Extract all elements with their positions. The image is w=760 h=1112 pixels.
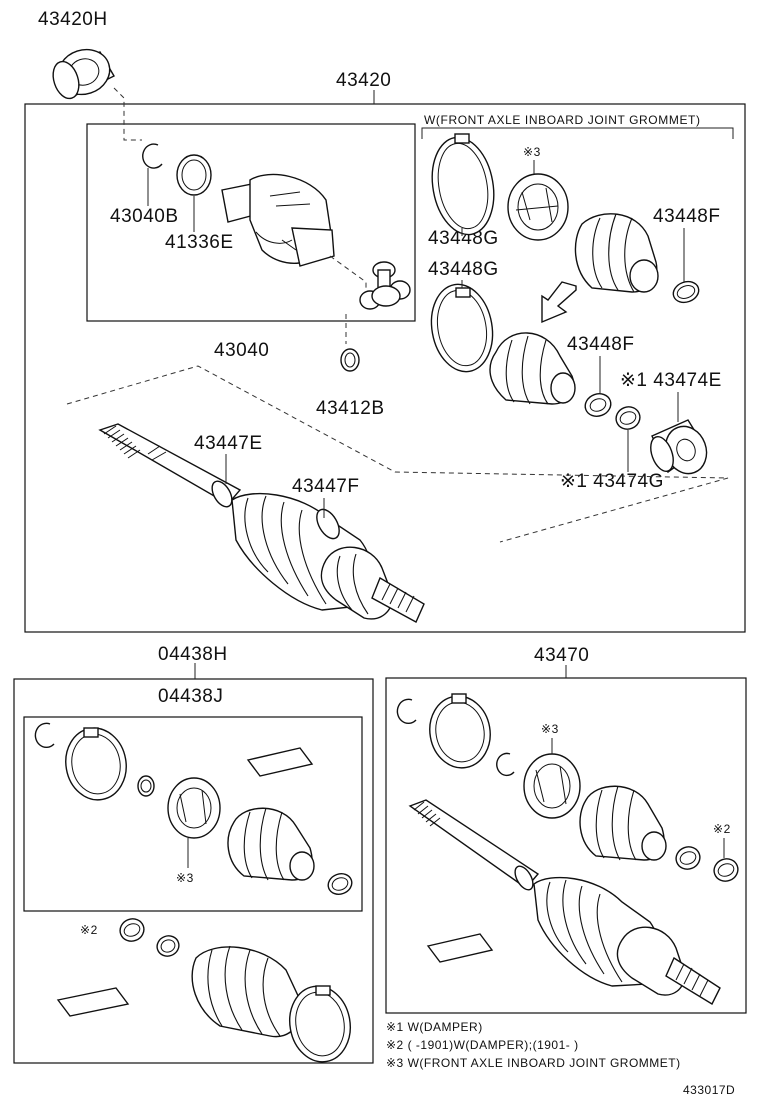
damper-43474E xyxy=(650,419,708,475)
diagram-id: 433017D xyxy=(683,1083,735,1097)
snap-ring-43470 xyxy=(396,698,417,725)
grease-pack-upper xyxy=(246,747,314,777)
clamp-43448F-1 xyxy=(672,280,700,304)
note-2: ※2 ( -1901)W(DAMPER);(1901- ) xyxy=(386,1038,579,1052)
label-43040: 43040 xyxy=(214,340,269,361)
mark3-top: ※3 xyxy=(523,145,541,159)
grommet-top xyxy=(507,173,569,241)
label-43470: 43470 xyxy=(534,645,589,666)
note-1: ※1 W(DAMPER) xyxy=(386,1020,483,1034)
ring-41336E xyxy=(176,154,212,196)
small-ring-43470 xyxy=(496,752,515,777)
frame-04438J xyxy=(23,716,363,912)
label-43448G-2: 43448G xyxy=(428,259,499,280)
mark3-right: ※3 xyxy=(541,722,559,736)
grommet-04438J xyxy=(167,777,221,839)
mark2-right: ※2 xyxy=(713,822,731,836)
bracket-grommet xyxy=(421,127,734,139)
clamp-04438H-small-a xyxy=(119,918,145,942)
frame-04438H xyxy=(13,678,374,1064)
clamp-43470-small-b xyxy=(713,858,739,882)
label-43420H: 43420H xyxy=(38,9,108,30)
clamp-43448G-2 xyxy=(430,283,494,373)
boot-upper xyxy=(574,213,659,293)
label-43447F: 43447F xyxy=(292,476,359,497)
snap-ring-43040B xyxy=(142,143,163,169)
clamp-43448F-2 xyxy=(584,393,612,417)
tripod-spider xyxy=(359,261,411,310)
snap-ring-04438J xyxy=(34,722,55,749)
mark3-left: ※3 xyxy=(176,871,194,885)
boot-43470 xyxy=(579,785,667,861)
inboard-joint-housing xyxy=(221,173,335,267)
label-grommet-header: W(FRONT AXLE INBOARD JOINT GROMMET) xyxy=(424,113,701,127)
label-43040B: 43040B xyxy=(110,206,179,227)
clamp-43470-small-a xyxy=(675,846,701,870)
label-43448F-2: 43448F xyxy=(567,334,634,355)
mark2-left: ※2 xyxy=(80,923,98,937)
drive-shaft-43470 xyxy=(408,799,721,1005)
label-41336E: 41336E xyxy=(165,232,234,253)
drive-shaft-main xyxy=(98,423,425,623)
clamp-43448G-1 xyxy=(431,133,495,236)
clamp-04438H-large xyxy=(289,985,351,1063)
clamp-43470-large xyxy=(429,693,491,769)
label-43412B: 43412B xyxy=(316,398,385,419)
boot-04438J xyxy=(227,807,315,881)
frame-43420 xyxy=(24,103,746,633)
grease-pack-lower xyxy=(56,987,130,1017)
boot-04438H xyxy=(191,945,302,1038)
label-43474G: ※1 43474G xyxy=(560,471,664,492)
label-43448F-1: 43448F xyxy=(653,206,720,227)
note-3: ※3 W(FRONT AXLE INBOARD JOINT GROMMET) xyxy=(386,1056,681,1070)
arrow xyxy=(541,281,577,324)
grease-pack-43470 xyxy=(426,933,494,963)
label-43447E: 43447E xyxy=(194,433,263,454)
snap-ring-43412B xyxy=(340,348,360,372)
label-04438J: 04438J xyxy=(158,686,223,707)
clamp-04438J-small xyxy=(327,873,353,895)
grommet-43470 xyxy=(523,753,581,819)
label-43420: 43420 xyxy=(336,70,391,91)
clamp-04438H-small-b xyxy=(156,935,180,957)
seal-43420H xyxy=(52,48,115,100)
clamp-04438J-large xyxy=(65,727,127,801)
frame-43040 xyxy=(86,123,416,322)
boot-lower xyxy=(489,332,576,405)
label-04438H: 04438H xyxy=(158,644,228,665)
clamp-43474G xyxy=(615,406,641,430)
label-43474E: ※1 43474E xyxy=(620,370,722,391)
small-ring-04438J xyxy=(137,775,155,797)
label-43448G-1: 43448G xyxy=(428,228,499,249)
